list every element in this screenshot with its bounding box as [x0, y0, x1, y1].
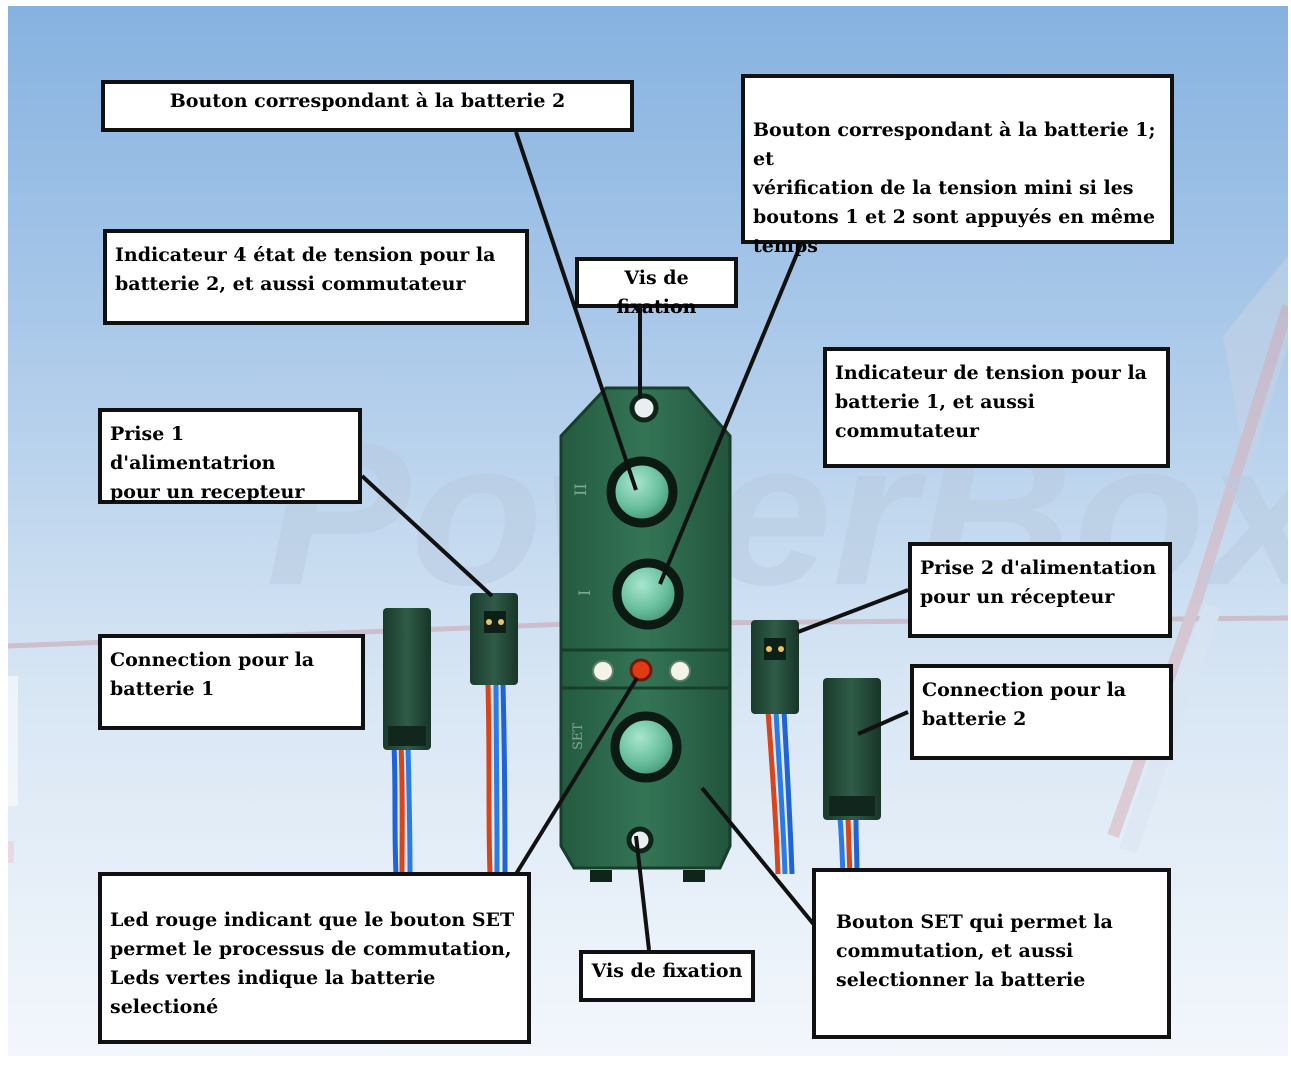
- callout-vis-fixation-bas: Vis de fixation: [579, 950, 755, 1002]
- diagram-panel: PowerBox: [8, 6, 1288, 1056]
- receiver-plug-2: [751, 620, 799, 875]
- led-green-right: [669, 660, 691, 682]
- callout-connection-batterie-2: Connection pour la batterie 2: [910, 664, 1173, 760]
- receiver-plug-1: [470, 593, 518, 875]
- button-battery-2: [606, 456, 678, 528]
- button-battery-1: [612, 558, 684, 630]
- callout-indicateur-tension-batterie-1: Indicateur de tension pour la batterie 1…: [823, 347, 1170, 468]
- callout-indicateur-4-etats-batterie-2: Indicateur 4 état de tension pour la bat…: [103, 229, 529, 325]
- leader-lines: [360, 131, 909, 951]
- button-mark-1: I: [575, 590, 594, 596]
- button-mark-set: SET: [571, 723, 586, 750]
- callout-bouton-batterie-1: Bouton correspondant à la batterie 1; et…: [741, 74, 1174, 257]
- callout-bouton-batterie-2: Bouton correspondant à la batterie 2: [101, 80, 634, 132]
- connector-battery-2: [823, 678, 881, 875]
- button-set: [610, 711, 682, 783]
- callout-prise-1: Prise 1 d'alimentatrion pour un recepteu…: [98, 408, 362, 504]
- button-mark-2: II: [571, 483, 590, 496]
- callout-led-rouge: Led rouge indicant que le bouton SET per…: [98, 872, 531, 1044]
- callout-bouton-set: Bouton SET qui permet la commutation, et…: [812, 868, 1171, 1039]
- connector-battery-1: [383, 608, 431, 875]
- device-illustration: PowerBox: [8, 131, 1288, 951]
- callout-vis-fixation-haut: Vis de fixation: [575, 257, 738, 318]
- led-green-left: [592, 660, 614, 682]
- led-red: [629, 658, 653, 682]
- callout-prise-2: Prise 2 d'alimentation pour un récepteur: [908, 542, 1172, 638]
- callout-connection-batterie-1: Connection pour la batterie 1: [98, 634, 365, 730]
- mounting-hole-bottom: [626, 826, 654, 854]
- mounting-hole-top: [629, 393, 659, 423]
